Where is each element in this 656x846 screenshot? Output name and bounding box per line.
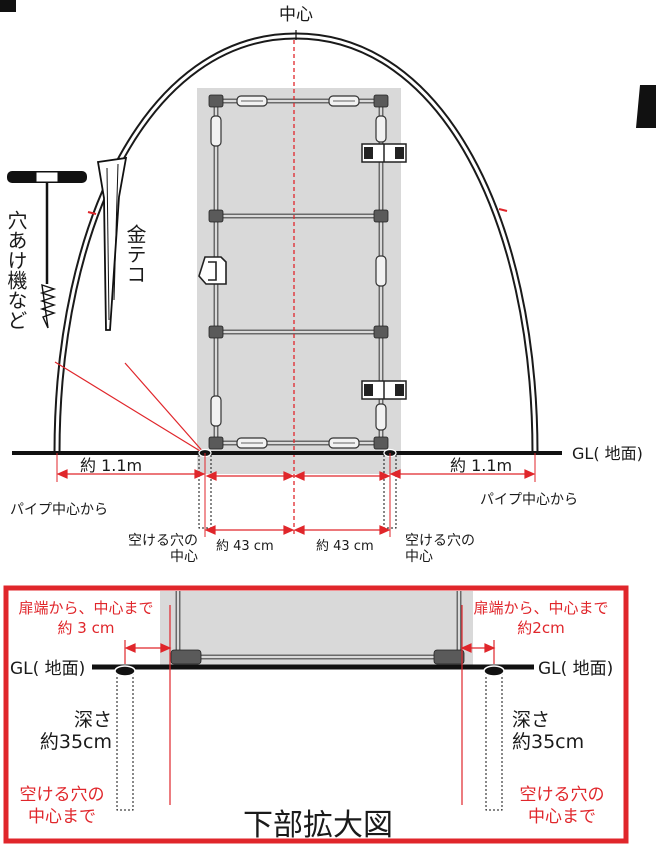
text-line: 約 3 cm [58,619,115,637]
left-pipe-origin-label: パイプ中心から [10,502,108,518]
text-line: 約35cm [512,731,584,753]
hinge-upper [361,143,407,163]
zoom-left-hole-center-label: 空ける穴の中心まで [20,785,105,827]
zoom-right-door-edge-label: 扉端から、中心まで約2cm [473,599,608,637]
left-distance-label: 約 1.1m [80,456,142,475]
left-half-width-label: 約 43 cm [216,539,274,554]
door-handle-icon [198,256,227,285]
frame-joints [208,94,389,450]
drill-tool-label: 穴あけ機など [4,210,28,330]
corner-marker-right [636,85,656,128]
text-line: 約35cm [40,731,112,753]
right-distance-label: 約 1.1m [450,456,512,475]
zoom-right-hole-center-label: 空ける穴の中心まで [520,785,605,827]
text-line: 深さ [74,709,112,731]
zoom-hole-right [483,665,505,811]
zoom-door-panel [160,591,473,665]
top-diagram: 中心 GL( 地面) 穴あけ機など 金テコ 約 1.1m 約 1.1m パイプ中… [4,5,643,565]
zoom-hole-left [114,665,136,811]
text-line: 深さ [512,709,550,731]
text-line: 空ける穴の [520,785,605,805]
zoom-left-depth-label: 深さ約35cm [40,709,112,753]
left-hole-center-label: 空ける穴の中心 [128,533,198,565]
center-label: 中心 [279,5,313,25]
text-line: 扉端から、中心まで [473,599,608,617]
zoom-left-ground-label: GL( 地面) [10,659,85,679]
corner-marker-left [0,0,16,12]
hinge-lower [361,380,407,400]
text-line: 扉端から、中心まで [18,599,153,617]
bottom-zoom-diagram: 扉端から、中心まで約 3 cm 扉端から、中心まで約2cm GL( 地面) GL… [3,585,629,844]
fastener-clips [210,95,387,449]
zoom-right-ground-label: GL( 地面) [538,659,613,679]
zoom-title: 下部拡大図 [243,808,393,843]
zoom-left-door-edge-label: 扉端から、中心まで約 3 cm [18,599,153,637]
text-line: 空ける穴の [405,533,475,549]
text-line: 空ける穴の [128,533,198,549]
zoom-right-depth-label: 深さ約35cm [512,709,584,753]
text-line: 中心 [170,549,198,565]
text-line: 中心 [405,549,433,565]
right-hole-center-label: 空ける穴の中心 [405,533,475,565]
drill-tool-icon [7,171,87,329]
text-line: 空ける穴の [20,785,105,805]
right-half-width-label: 約 43 cm [316,539,374,554]
text-line: 中心まで [528,807,596,827]
text-line: 中心まで [28,807,96,827]
text-line: 約2cm [517,619,564,637]
ground-label: GL( 地面) [572,444,643,463]
right-pipe-origin-label: パイプ中心から [480,492,578,508]
pry-bar-icon [96,156,128,331]
stake-tool-label: 金テコ [123,224,147,284]
